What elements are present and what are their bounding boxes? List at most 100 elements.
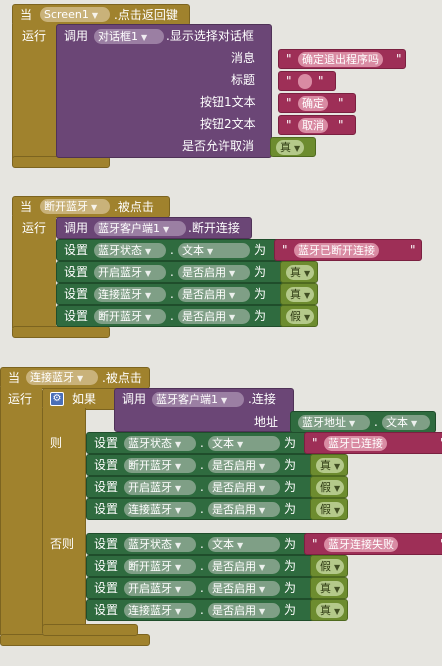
if-label: 如果 xyxy=(72,392,97,406)
property-dropdown[interactable]: 是否启用▼ xyxy=(178,265,250,280)
string-value-title[interactable] xyxy=(298,74,312,89)
to-label: 为 xyxy=(284,502,297,516)
dialog-dropdown[interactable]: 对话框1▼ xyxy=(94,29,164,44)
chevron-down-icon: ▼ xyxy=(145,291,152,300)
component-dropdown[interactable]: 连接蓝牙▼ xyxy=(94,287,166,302)
property-name: 是否启用 xyxy=(212,604,256,617)
string-value[interactable]: 蓝牙连接失败 xyxy=(324,537,398,552)
set-label: 设置 xyxy=(64,309,89,323)
boolean-value: 假 xyxy=(320,560,331,573)
param-label-title: 标题 xyxy=(231,73,256,87)
to-label: 为 xyxy=(254,265,267,279)
property-dropdown[interactable]: 是否启用▼ xyxy=(208,581,280,596)
string-value[interactable]: 蓝牙已连接 xyxy=(324,436,387,451)
string-value-button1[interactable]: 确定 xyxy=(298,96,328,111)
property-name: 文本 xyxy=(212,538,234,551)
chevron-down-icon: ▼ xyxy=(141,33,148,42)
component-dropdown[interactable]: 断开蓝牙▼ xyxy=(124,559,196,574)
chevron-down-icon: ▼ xyxy=(175,484,182,493)
component-dropdown[interactable]: 连接蓝牙▼ xyxy=(124,502,196,517)
boolean-value: 真 xyxy=(320,582,331,595)
boolean-dropdown[interactable]: 真▼ xyxy=(316,581,345,596)
component-dropdown-screen1[interactable]: Screen1▼ xyxy=(40,7,110,22)
event-when-label: 当 xyxy=(20,200,33,214)
param-label-button1: 按钮1文本 xyxy=(200,95,256,109)
client-dropdown[interactable]: 蓝牙客户端1▼ xyxy=(94,221,186,236)
string-value-message[interactable]: 确定退出程序吗 xyxy=(298,52,383,67)
boolean-dropdown[interactable]: 假▼ xyxy=(316,559,345,574)
dot-separator: . xyxy=(200,537,204,551)
property-dropdown[interactable]: 是否启用▼ xyxy=(208,559,280,574)
chevron-down-icon: ▼ xyxy=(304,313,311,322)
property-dropdown[interactable]: 文本▼ xyxy=(178,243,250,258)
if-else-block-left-column xyxy=(42,408,86,630)
string-value[interactable]: 蓝牙已断开连接 xyxy=(294,243,379,258)
component-dropdown[interactable]: 开启蓝牙▼ xyxy=(124,581,196,596)
property-dropdown[interactable]: 文本▼ xyxy=(208,537,280,552)
chevron-down-icon: ▼ xyxy=(259,585,266,594)
property-name: 文本 xyxy=(182,244,204,257)
method-label: .连接 xyxy=(248,392,276,406)
set-label: 设置 xyxy=(94,436,119,450)
quote-open-icon: " xyxy=(286,96,292,110)
param-label-button2: 按钮2文本 xyxy=(200,117,256,131)
component-dropdown[interactable]: 开启蓝牙▼ xyxy=(94,265,166,280)
property-dropdown[interactable]: 是否启用▼ xyxy=(178,287,250,302)
to-label: 为 xyxy=(254,243,267,257)
gear-icon[interactable]: ⚙ xyxy=(50,392,64,406)
boolean-dropdown[interactable]: 真▼ xyxy=(286,265,315,280)
component-dropdown[interactable]: 断开蓝牙▼ xyxy=(94,309,166,324)
set-label: 设置 xyxy=(64,287,89,301)
property-dropdown[interactable]: 是否启用▼ xyxy=(208,480,280,495)
component-dropdown-disconnect[interactable]: 断开蓝牙▼ xyxy=(40,199,110,214)
property-dropdown[interactable]: 是否启用▼ xyxy=(208,502,280,517)
chevron-down-icon: ▼ xyxy=(334,585,341,594)
property-dropdown[interactable]: 是否启用▼ xyxy=(208,603,280,618)
call-dialog-block[interactable] xyxy=(56,24,272,158)
property-name: 是否启用 xyxy=(212,582,256,595)
boolean-dropdown[interactable]: 真▼ xyxy=(316,458,345,473)
set-label: 设置 xyxy=(94,502,119,516)
component-dropdown[interactable]: 蓝牙状态▼ xyxy=(124,537,196,552)
to-label: 为 xyxy=(284,559,297,573)
event-name-label: .点击返回键 xyxy=(114,8,178,22)
component-dropdown[interactable]: 开启蓝牙▼ xyxy=(124,480,196,495)
property-dropdown[interactable]: 文本▼ xyxy=(208,436,280,451)
boolean-dropdown[interactable]: 真▼ xyxy=(286,287,315,302)
component-name: 开启蓝牙 xyxy=(128,481,172,494)
event-block-footer xyxy=(12,326,110,338)
component-dropdown[interactable]: 蓝牙状态▼ xyxy=(94,243,166,258)
quote-open-icon: " xyxy=(312,537,318,551)
component-name: 蓝牙状态 xyxy=(98,244,142,257)
set-label: 设置 xyxy=(94,603,119,617)
chevron-down-icon: ▼ xyxy=(304,269,311,278)
client-dropdown[interactable]: 蓝牙客户端1▼ xyxy=(152,392,244,407)
component-dropdown[interactable]: 断开蓝牙▼ xyxy=(124,458,196,473)
chevron-down-icon: ▼ xyxy=(334,484,341,493)
boolean-dropdown[interactable]: 假▼ xyxy=(316,480,345,495)
component-dropdown[interactable]: 蓝牙状态▼ xyxy=(124,436,196,451)
to-label: 为 xyxy=(284,603,297,617)
boolean-dropdown[interactable]: 假▼ xyxy=(316,502,345,517)
boolean-value: 真 xyxy=(290,288,301,301)
component-dropdown[interactable]: 连接蓝牙▼ xyxy=(124,603,196,618)
boolean-dropdown[interactable]: 真▼ xyxy=(276,140,305,155)
string-value-button2[interactable]: 取消 xyxy=(298,118,328,133)
set-label: 设置 xyxy=(94,537,119,551)
chevron-down-icon: ▼ xyxy=(259,563,266,572)
property-dropdown[interactable]: 是否启用▼ xyxy=(208,458,280,473)
event-when-label: 当 xyxy=(8,371,21,385)
quote-close-icon: " xyxy=(338,118,344,132)
quote-open-icon: " xyxy=(286,52,292,66)
chevron-down-icon: ▼ xyxy=(175,506,182,515)
chevron-down-icon: ▼ xyxy=(259,484,266,493)
component-dropdown-connect[interactable]: 连接蓝牙▼ xyxy=(26,370,98,385)
property-name: 是否启用 xyxy=(182,266,226,279)
address-property-dropdown[interactable]: 文本▼ xyxy=(382,415,430,430)
address-component-dropdown[interactable]: 蓝牙地址▼ xyxy=(298,415,370,430)
param-label-cancelable: 是否允许取消 xyxy=(182,139,255,153)
to-label: 为 xyxy=(284,581,297,595)
boolean-dropdown[interactable]: 假▼ xyxy=(286,309,315,324)
boolean-dropdown[interactable]: 真▼ xyxy=(316,603,345,618)
property-dropdown[interactable]: 是否启用▼ xyxy=(178,309,250,324)
